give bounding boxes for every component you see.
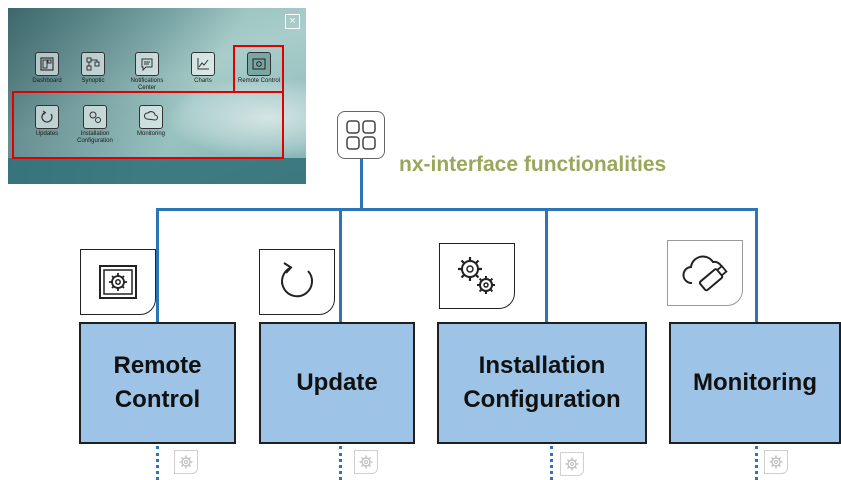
- menu-item-dashboard[interactable]: Dashboard: [22, 52, 72, 85]
- monitoring-icon: [667, 240, 743, 306]
- function-label: Configuration: [463, 386, 621, 413]
- gear-icon: [560, 452, 584, 476]
- function-label: Control: [114, 386, 201, 413]
- menu-item-monitoring[interactable]: Monitoring: [126, 105, 176, 138]
- grid-icon: [337, 111, 385, 159]
- gear-icon: [174, 450, 198, 474]
- dotted-connector: [339, 446, 342, 480]
- highlight-top: [233, 45, 284, 93]
- menu-item-label: Remote Control: [237, 78, 281, 84]
- dotted-connector: [550, 446, 553, 480]
- dotted-connector: [156, 446, 159, 480]
- function-box-monitoring: Monitoring: [669, 322, 841, 444]
- app-menu-screenshot: × Dashboard Synoptic Notifications Cente…: [8, 8, 306, 184]
- installation-configuration-icon: [439, 243, 515, 309]
- remote-control-icon: [247, 52, 271, 76]
- background-band: [8, 158, 306, 184]
- menu-item-installation-configuration[interactable]: Installation Configuration: [70, 105, 120, 145]
- gear-icon: [764, 450, 788, 474]
- highlight-gap: [235, 89, 281, 94]
- function-label: Update: [296, 369, 378, 396]
- menu-item-updates[interactable]: Updates: [22, 105, 72, 138]
- synoptic-icon: [81, 52, 105, 76]
- gear-icon: [354, 450, 378, 474]
- horizontal-connector: [156, 208, 758, 211]
- menu-item-label: Notifications Center: [130, 78, 164, 91]
- installation-configuration-icon: [83, 105, 107, 129]
- function-label: Monitoring: [693, 369, 817, 396]
- function-box-update: Update: [259, 322, 415, 444]
- close-icon[interactable]: ×: [285, 14, 300, 29]
- notifications-icon: [135, 52, 159, 76]
- menu-item-label: Updates: [35, 131, 59, 137]
- branch-connector-update: [339, 208, 342, 322]
- menu-item-label: Monitoring: [136, 131, 165, 137]
- menu-item-label: Dashboard: [32, 78, 62, 84]
- branch-connector-installation-configuration: [545, 208, 548, 322]
- highlight-bottom: [12, 91, 284, 159]
- menu-item-charts[interactable]: Charts: [178, 52, 228, 85]
- dotted-connector: [755, 446, 758, 480]
- update-icon: [259, 249, 335, 315]
- menu-item-remote-control[interactable]: Remote Control: [234, 52, 284, 85]
- remote-control-icon: [80, 249, 156, 315]
- menu-item-label: Synoptic: [81, 78, 105, 84]
- monitoring-icon: [139, 105, 163, 129]
- function-label: Remote: [113, 352, 202, 379]
- diagram-title: nx-interface functionalities: [399, 153, 667, 176]
- menu-item-notifications-center[interactable]: Notifications Center: [122, 52, 172, 92]
- trunk-connector: [360, 159, 363, 210]
- function-label: Installation: [478, 352, 606, 379]
- charts-icon: [191, 52, 215, 76]
- menu-item-synoptic[interactable]: Synoptic: [68, 52, 118, 85]
- menu-item-label: Installation Configuration: [77, 131, 113, 144]
- updates-icon: [35, 105, 59, 129]
- branch-connector-remote-control: [156, 208, 159, 322]
- dashboard-icon: [35, 52, 59, 76]
- menu-item-label: Charts: [194, 78, 212, 84]
- branch-connector-monitoring: [755, 208, 758, 322]
